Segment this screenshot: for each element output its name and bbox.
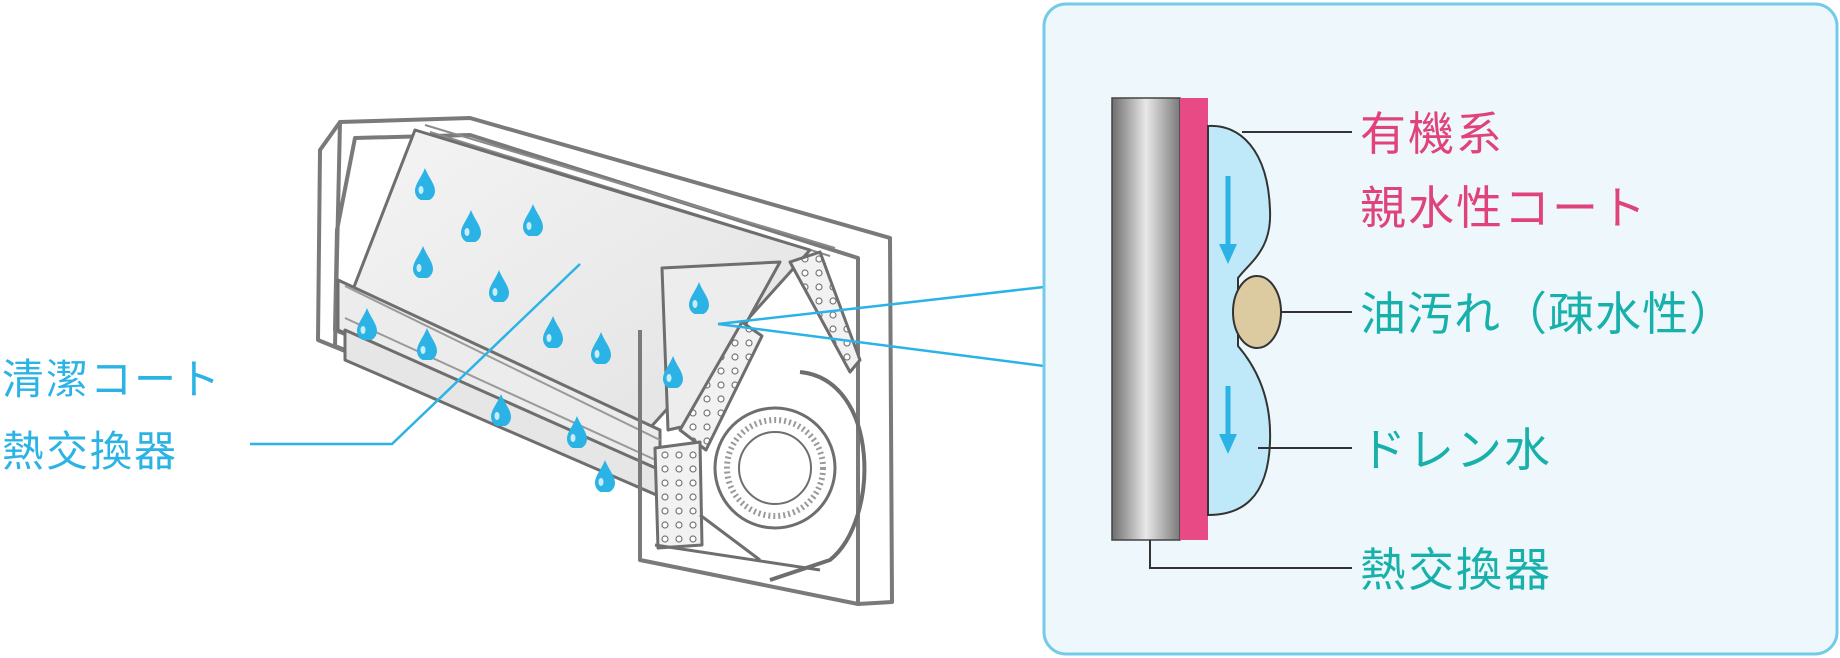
organic-coat-label-line2: 親水性コート bbox=[1360, 181, 1648, 235]
heat-exchanger-leader-line bbox=[250, 263, 581, 446]
down-arrow-icon bbox=[1219, 176, 1237, 264]
heat-exchanger-plate bbox=[1111, 97, 1181, 541]
air-conditioner-illustration bbox=[316, 116, 894, 606]
oil-stain-label: 油汚れ（疎水性） bbox=[1360, 287, 1736, 341]
zoom-callout-lines bbox=[717, 285, 1045, 368]
down-arrow-icon bbox=[1219, 386, 1237, 454]
clean-coat-label: 清潔コート bbox=[2, 355, 222, 404]
drain-water-label: ドレン水 bbox=[1360, 423, 1552, 477]
drain-water-film bbox=[1207, 124, 1272, 517]
fan-scroll bbox=[769, 370, 867, 582]
outlet-vane bbox=[654, 513, 821, 572]
hydrophilic-coat-layer bbox=[1180, 98, 1208, 540]
organic-coat-label-line1: 有機系 bbox=[1360, 107, 1504, 161]
detail-leader-lines bbox=[1149, 131, 1352, 569]
heat-exchanger-left-label: 熱交換器 bbox=[2, 427, 178, 476]
heat-exchanger-detail-label: 熱交換器 bbox=[1360, 543, 1552, 597]
fan-illustration bbox=[713, 406, 837, 530]
detail-panel: 有機系 親水性コート 油汚れ（疎水性） ドレン水 熱交換器 bbox=[1042, 2, 1839, 656]
oil-droplet bbox=[1232, 275, 1282, 349]
perforated-fin-lower bbox=[653, 440, 704, 550]
